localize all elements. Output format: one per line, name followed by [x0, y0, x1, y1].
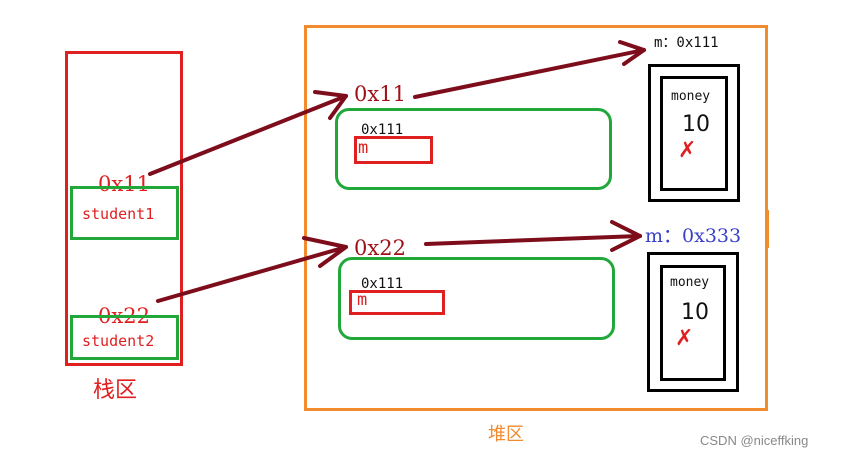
- stack-slot1: [70, 186, 179, 240]
- arrowhead-object1-to-money1: [618, 40, 646, 66]
- money1-cross-icon: ✗: [678, 138, 697, 163]
- arrow-stack1-to-object1: [148, 94, 348, 176]
- money2-label: m：0x333: [645, 225, 742, 247]
- object1-field-value: 0x111: [361, 122, 404, 138]
- money1-title: money: [671, 89, 711, 104]
- heap-title: 堆区: [488, 424, 524, 445]
- arrow-stack2-to-object2: [156, 245, 348, 303]
- arrow-object2-to-money2: [424, 234, 642, 246]
- money1-outer: [648, 64, 740, 202]
- object2-field-name: m: [357, 290, 368, 310]
- money1-value: 10: [682, 112, 710, 137]
- money2-outer: [647, 252, 739, 392]
- object1-address: 0x11: [354, 82, 406, 106]
- money1-label: m：0x111: [654, 35, 719, 51]
- object2-field: [349, 290, 445, 315]
- stack-slot1-var: student1: [82, 205, 155, 223]
- heap-edge-mark: [765, 210, 769, 248]
- money1-inner: [660, 76, 728, 191]
- object1-field: [354, 136, 433, 164]
- stack-area: [65, 51, 183, 366]
- money2-title: money: [670, 275, 710, 290]
- object2-address: 0x22: [354, 236, 406, 260]
- money2-value: 10: [681, 300, 709, 325]
- stack-slot2: [70, 315, 179, 360]
- watermark: CSDN @niceffking: [700, 433, 809, 448]
- object2-field-value: 0x111: [361, 276, 404, 292]
- money2-inner: [660, 265, 726, 381]
- stack-title: 栈区: [93, 378, 138, 403]
- object2: [338, 257, 615, 340]
- arrowhead-stack1-to-object1: [313, 90, 348, 120]
- money2-cross-icon: ✗: [675, 326, 694, 351]
- stack-slot1-address: 0x11: [98, 172, 150, 196]
- arrow-object1-to-money1: [413, 48, 646, 99]
- object1-field-name: m: [358, 138, 369, 158]
- stack-slot2-var: student2: [82, 332, 155, 350]
- object1: [335, 108, 612, 190]
- arrowhead-object2-to-money2: [610, 220, 642, 252]
- arrowhead-stack2-to-object2: [302, 236, 348, 268]
